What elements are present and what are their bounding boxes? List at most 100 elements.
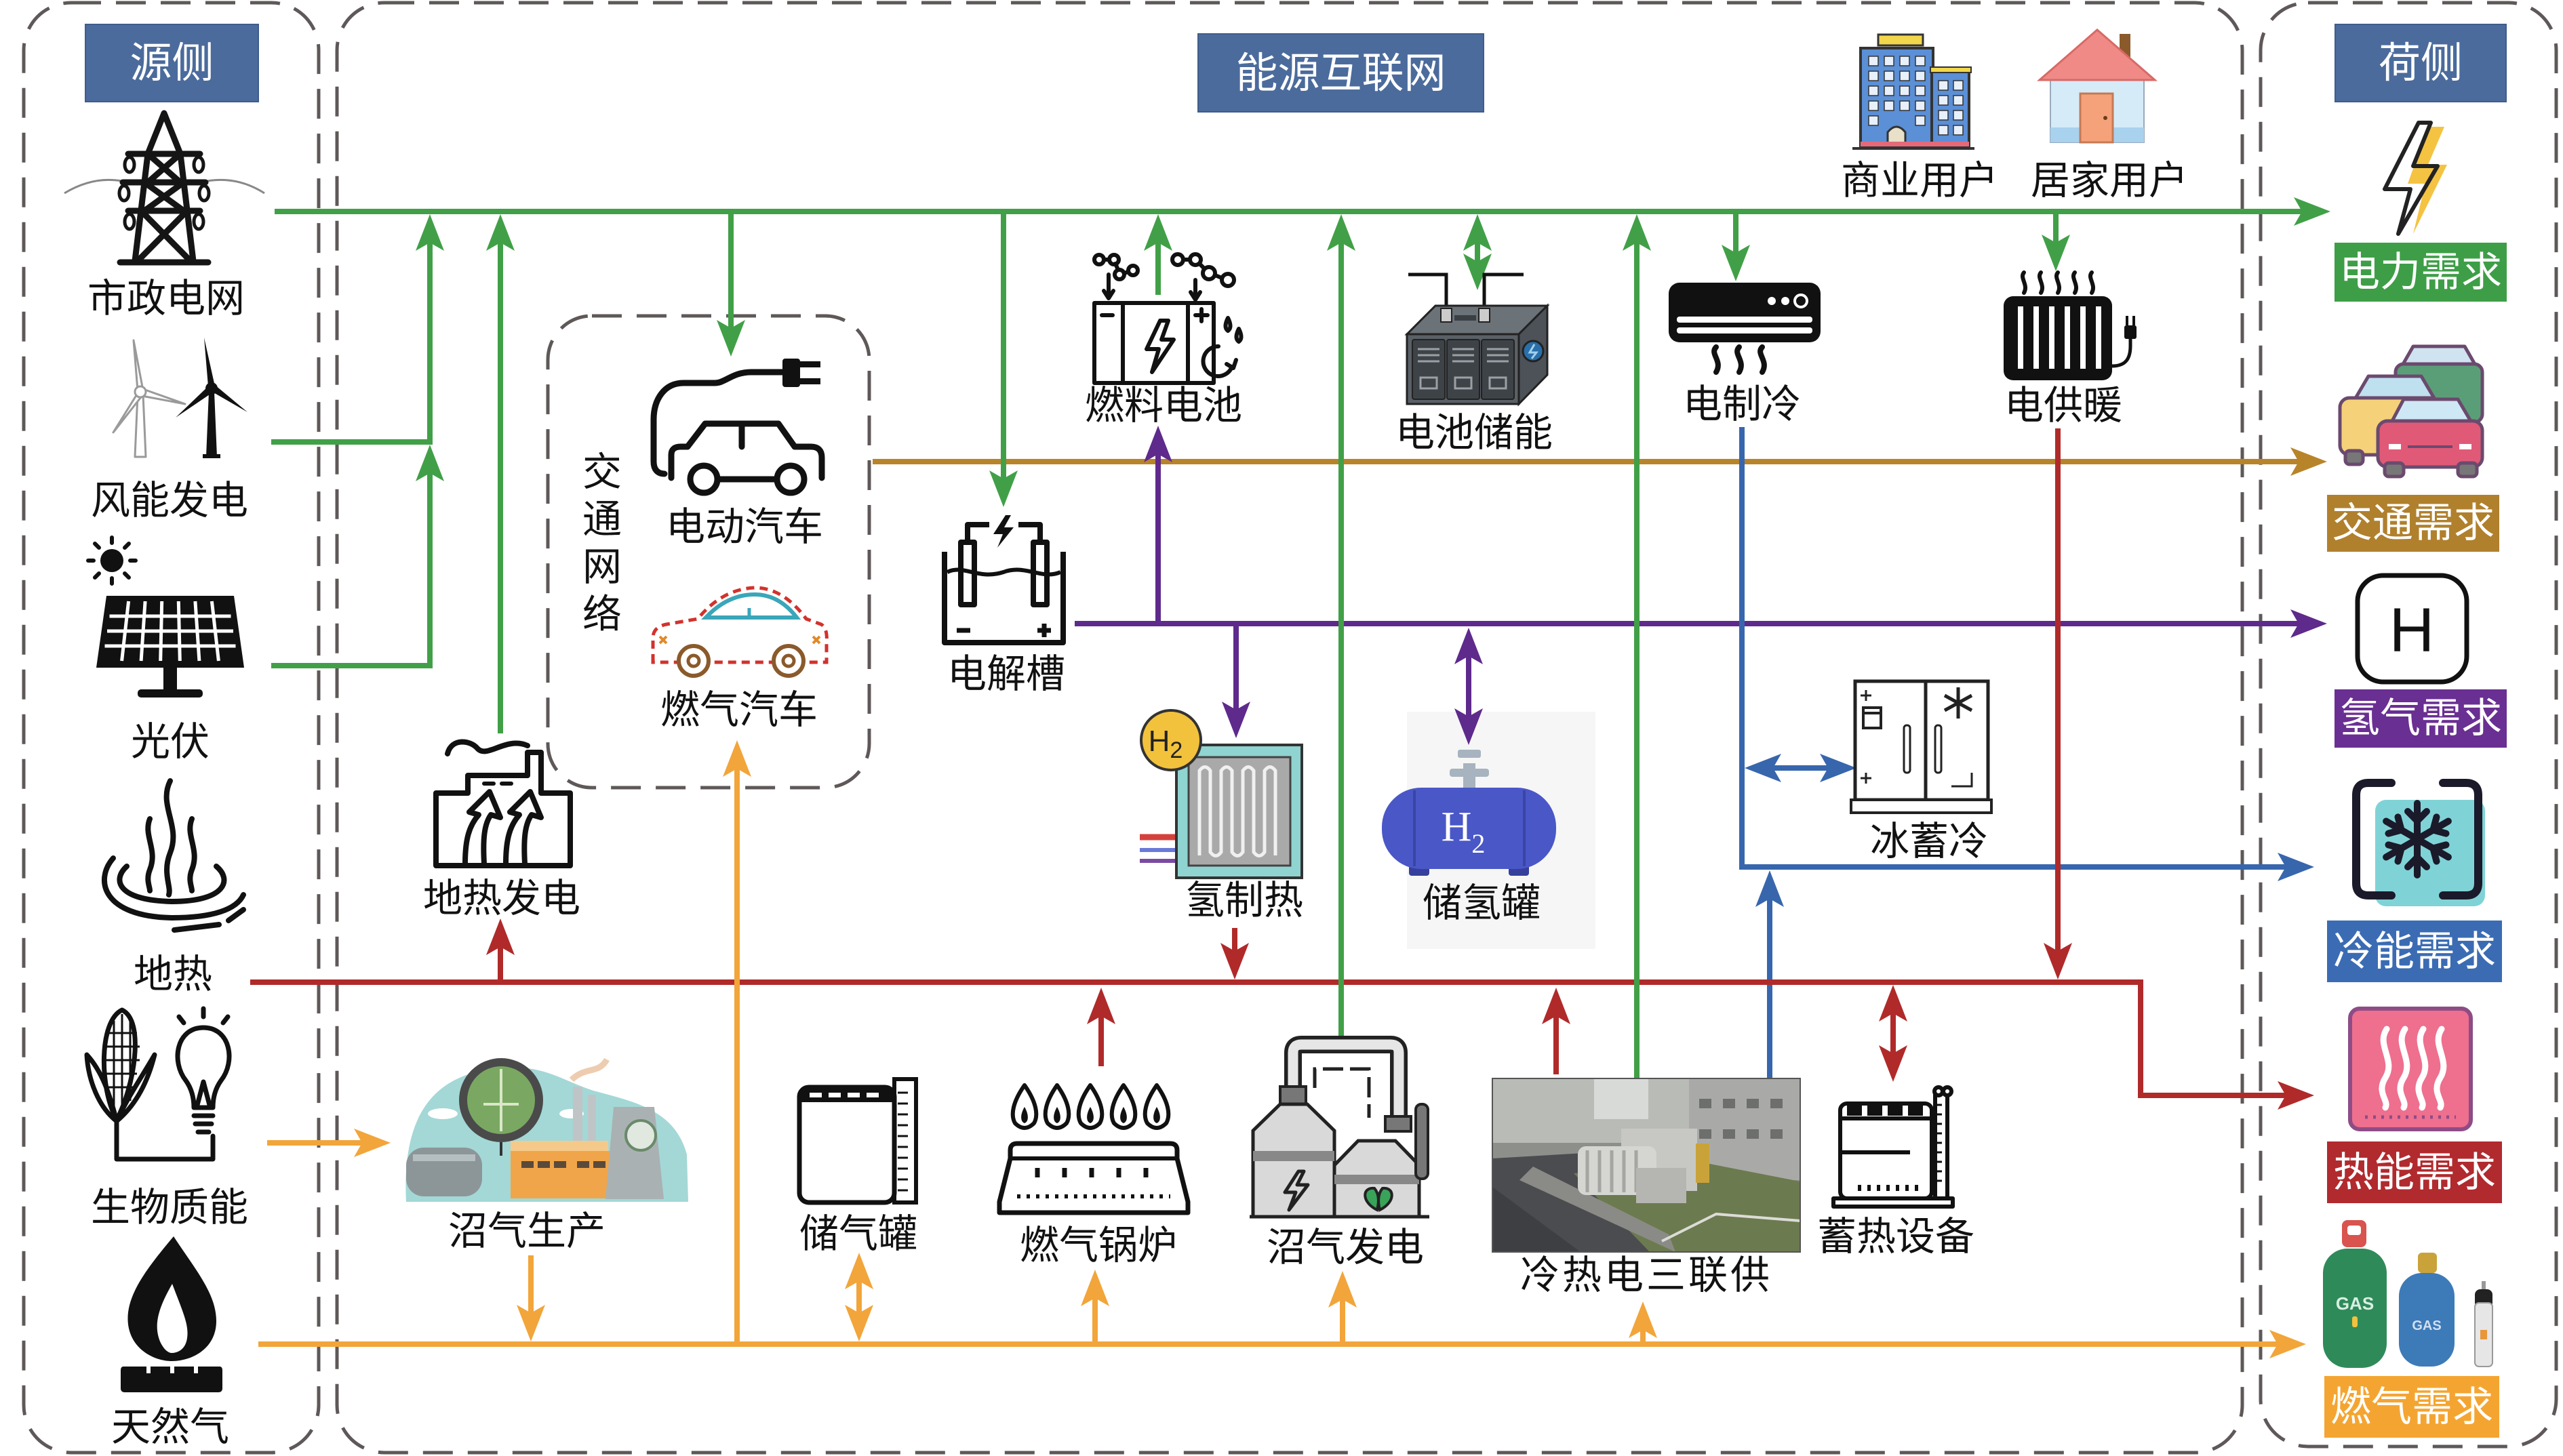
electricity-arrowhead xyxy=(1722,245,1750,281)
heat-storage-icon xyxy=(1831,1085,1955,1209)
label-geothermal-power-plant: 地热发电 xyxy=(422,875,581,921)
biogas-production-illustration-icon xyxy=(405,1057,688,1202)
transport-network-panel xyxy=(546,314,871,790)
heat-flow-line xyxy=(250,979,2287,1098)
hydrogen-symbol-icon: H xyxy=(2355,573,2469,685)
label-battery-storage: 电池储能 xyxy=(1395,409,1553,456)
gas-cylinders-icon: GAS GAS xyxy=(2323,1220,2493,1368)
label-natural-gas: 天然气 xyxy=(111,1404,230,1450)
lightning-icon xyxy=(2383,121,2447,236)
electricity-arrowhead xyxy=(2294,197,2330,226)
electrolyzer-icon xyxy=(942,515,1066,645)
gas-cylinder-medium-text: GAS xyxy=(2412,1318,2441,1333)
gas-arrowhead xyxy=(723,740,751,777)
label-biogas-power: 沼气发电 xyxy=(1266,1224,1425,1270)
cooling-flow-line xyxy=(1739,427,2287,870)
label-cchp: 冷热电三联供 xyxy=(1519,1252,1773,1298)
hydrogen-demand-label: 氢气需求 xyxy=(2334,689,2507,748)
label-fuel-cell: 燃料电池 xyxy=(1084,382,1243,428)
cooling-arrowhead xyxy=(1820,754,1856,782)
snowflake-icon xyxy=(2352,779,2485,906)
wind-turbine-icon xyxy=(112,338,247,458)
label-photovoltaic: 光伏 xyxy=(130,719,210,765)
hydrogen-arrowhead xyxy=(1454,708,1483,745)
cooling-arrowhead xyxy=(1755,870,1784,907)
gas-arrowhead xyxy=(1629,1301,1657,1338)
source-side-panel xyxy=(22,1,321,1455)
office-building-icon xyxy=(1852,33,1974,150)
hydrogen-symbol-text: H xyxy=(2389,596,2434,665)
electricity-arrowhead xyxy=(1463,214,1492,251)
heat-arrowhead xyxy=(1879,1045,1907,1082)
cooling-arrowhead xyxy=(2278,853,2314,881)
electricity-arrowhead xyxy=(2042,235,2070,271)
gas-arrowhead xyxy=(845,1305,873,1341)
transport-demand-label: 交通需求 xyxy=(2327,495,2499,552)
label-municipal-grid: 市政电网 xyxy=(87,275,245,321)
gas-flame-icon xyxy=(121,1236,222,1392)
cooling-arrowhead xyxy=(1745,754,1781,782)
electricity-demand-label: 电力需求 xyxy=(2334,243,2507,302)
gas-arrowhead xyxy=(2269,1330,2306,1358)
energy-internet-panel xyxy=(335,1,2244,1455)
label-gas-vehicle: 燃气汽车 xyxy=(660,687,818,733)
gas-storage-tank-icon xyxy=(797,1077,918,1205)
load-side-title: 荷侧 xyxy=(2334,24,2507,102)
label-wind-power: 风能发电 xyxy=(90,477,249,523)
gas-arrowhead xyxy=(517,1305,545,1341)
hydrogen-arrowhead xyxy=(1144,426,1172,462)
label-transport-network: 交通网络 xyxy=(576,451,622,641)
label-residential-user: 居家用户 xyxy=(2030,157,2189,203)
gas-arrowhead xyxy=(354,1129,391,1157)
heat-arrowhead xyxy=(1220,943,1249,979)
heat-demand-label: 热能需求 xyxy=(2327,1141,2502,1203)
label-biogas-production: 沼气生产 xyxy=(448,1208,606,1254)
electricity-arrowhead xyxy=(1144,214,1172,251)
ice-storage-icon xyxy=(1850,679,1993,814)
hydrogen-arrowhead xyxy=(1454,628,1483,664)
label-hydrogen-heating: 氢制热 xyxy=(1185,877,1304,923)
gas-cylinder-large-text: GAS xyxy=(2336,1293,2374,1314)
electricity-arrowhead xyxy=(486,214,515,251)
heat-waves-icon xyxy=(2348,1007,2473,1131)
traffic-cars-icon xyxy=(2338,344,2484,479)
battery-storage-icon xyxy=(1404,272,1550,407)
source-side-title: 源侧 xyxy=(85,24,259,102)
electricity-arrowhead xyxy=(416,214,444,251)
h2-badge-text: H2 xyxy=(1149,725,1183,763)
label-electric-vehicle: 电动汽车 xyxy=(665,504,824,550)
heat-arrowhead xyxy=(1879,985,1907,1022)
h2-tank-text: H2 xyxy=(1442,804,1486,859)
gas-boiler-icon xyxy=(997,1083,1191,1215)
label-gas-storage-tank: 储气罐 xyxy=(799,1211,918,1257)
label-electric-heating: 电供暖 xyxy=(2004,382,2123,428)
electricity-arrowhead xyxy=(717,320,745,357)
label-hydrogen-tank: 储氢罐 xyxy=(1422,880,1541,926)
biomass-corn-bulb-icon xyxy=(84,1006,232,1162)
fuel-cell-icon xyxy=(1092,252,1244,385)
geothermal-steam-icon xyxy=(102,778,246,933)
label-ice-storage: 冰蓄冷 xyxy=(1869,818,1989,864)
heat-arrowhead xyxy=(2044,943,2072,979)
traffic-arrowhead xyxy=(2290,447,2327,476)
label-gas-boiler: 燃气锅炉 xyxy=(1019,1222,1178,1268)
load-side-panel xyxy=(2259,1,2558,1449)
electricity-arrowhead xyxy=(989,470,1018,507)
label-geothermal: 地热 xyxy=(133,951,213,997)
cchp-plant-photo-icon xyxy=(1492,1078,1801,1253)
label-electric-cooling: 电制冷 xyxy=(1682,381,1802,427)
transmission-tower-icon xyxy=(64,110,265,266)
heat-arrowhead xyxy=(1542,988,1570,1024)
heat-arrowhead xyxy=(2278,1081,2314,1110)
label-commercial-user: 商业用户 xyxy=(1840,157,1999,203)
gas-demand-label: 燃气需求 xyxy=(2324,1376,2499,1438)
radiator-icon xyxy=(2004,270,2137,380)
electricity-arrowhead xyxy=(1463,254,1492,290)
gas-arrowhead xyxy=(1328,1271,1357,1308)
hydrogen-arrowhead xyxy=(2290,609,2327,638)
label-electrolyzer: 电解槽 xyxy=(947,651,1066,697)
electricity-arrowhead xyxy=(416,445,444,481)
hydrogen-arrowhead xyxy=(1222,702,1250,738)
